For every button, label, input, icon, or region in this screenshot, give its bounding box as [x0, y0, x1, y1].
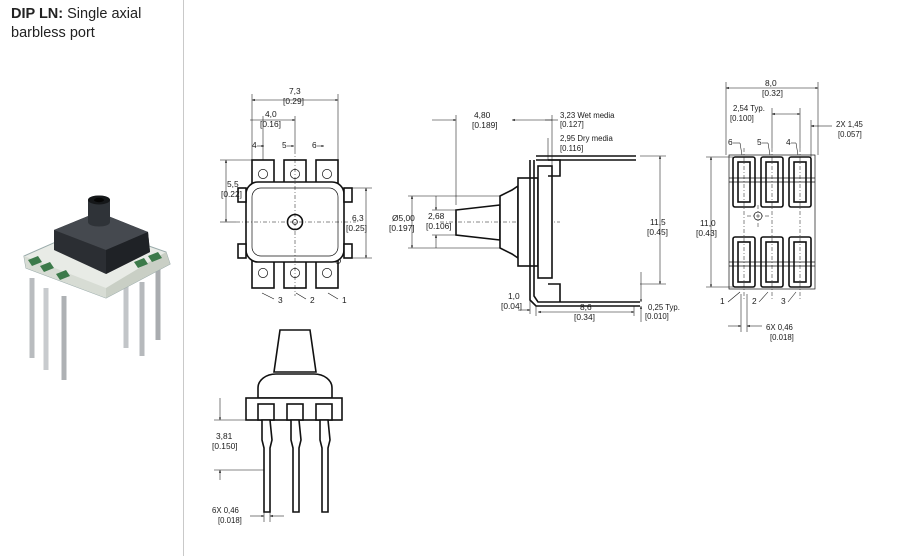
dim-wet-media-in: [0.127]: [560, 120, 584, 129]
pin-label-6-bottom: 6: [728, 137, 733, 147]
dim-top-pitch-in: [0.16]: [260, 119, 281, 129]
side-view: 4,80 [0.189] 3,23 Wet media [0.127] 2,95…: [389, 110, 680, 322]
dim-top-body: 6,3: [352, 213, 364, 223]
dim-dry-media: 2,95 Dry media: [560, 134, 614, 143]
bottom-view: 8,0 [0.32] 2,54 Typ. [0.100] 2X 1,45 [0.…: [696, 78, 864, 342]
dim-bottom-pitch-in: [0.100]: [730, 114, 754, 123]
pin-label-4-top: 4: [252, 140, 257, 150]
pin-label-6-top: 6: [312, 140, 317, 150]
pin-label-2-bottom: 2: [752, 296, 757, 306]
pin-label-5-bottom: 5: [757, 137, 762, 147]
dim-dry-media-in: [0.116]: [560, 144, 583, 153]
dim-bottom-height-in: [0.43]: [696, 228, 717, 238]
pin-label-1-bottom: 1: [720, 296, 725, 306]
dim-port-tip-in: [0.106]: [426, 221, 452, 231]
front-view: 3,81 [0.150] 6X 0,46 [0.018]: [212, 329, 343, 525]
pin-label-2-top: 2: [310, 295, 315, 305]
product-title: DIP LN: Single axial barbless port: [11, 5, 181, 43]
dim-top-width: 7,3: [289, 86, 301, 96]
dim-top-width-in: [0.29]: [283, 96, 304, 106]
dim-side-height: 11,5: [650, 217, 666, 227]
dim-front-lead-width: 6X 0,46: [212, 506, 239, 515]
dim-bottom-lead-width: 6X 0,46: [766, 323, 793, 332]
dim-top-pitch: 4,0: [265, 109, 277, 119]
product-description: Single axial barbless port: [11, 6, 142, 41]
dim-port-tip: 2,68: [428, 211, 445, 221]
product-code: DIP LN:: [11, 6, 64, 22]
dim-front-lead-length-in: [0.150]: [212, 441, 238, 451]
dim-bottom-lead-in: [0.057]: [838, 130, 862, 139]
sensor-photo: [23, 195, 171, 380]
dim-top-height-in: [0.22]: [221, 189, 242, 199]
dim-bottom-width: 8,0: [765, 78, 777, 88]
pin-label-3-top: 3: [278, 295, 283, 305]
dim-top-height: 5,5: [227, 179, 239, 189]
dim-port-length-in: [0.189]: [472, 120, 498, 130]
dim-front-lead-width-in: [0.018]: [218, 516, 242, 525]
dim-lead-offset-in: [0.04]: [501, 301, 522, 311]
dim-side-height-in: [0.45]: [647, 227, 668, 237]
dim-port-length: 4,80: [474, 110, 491, 120]
dim-bottom-lead: 2X 1,45: [836, 120, 864, 129]
dim-lead-thickness-in: [0.010]: [645, 312, 669, 321]
top-view: 7,3 [0.29] 4,0 [0.16] 4 5 6 3 2 1 5,5 [0…: [220, 86, 372, 305]
dim-bottom-lead-width-in: [0.018]: [770, 333, 794, 342]
dim-port-diameter: Ø5,00: [392, 213, 415, 223]
dim-lead-offset: 1,0: [508, 291, 520, 301]
dim-port-diameter-in: [0.197]: [389, 223, 415, 233]
dim-body-length-in: [0.34]: [574, 312, 595, 322]
dim-lead-thickness: 0,25 Typ.: [648, 303, 680, 312]
dim-bottom-pitch: 2,54 Typ.: [733, 104, 765, 113]
dim-top-body-in: [0.25]: [346, 223, 367, 233]
dim-body-length: 8,6: [580, 302, 592, 312]
pin-label-5-top: 5: [282, 140, 287, 150]
pin-label-4-bottom: 4: [786, 137, 791, 147]
dim-wet-media: 3,23 Wet media: [560, 111, 615, 120]
dim-front-lead-length: 3,81: [216, 431, 233, 441]
dim-bottom-width-in: [0.32]: [762, 88, 783, 98]
dim-bottom-height: 11,0: [700, 218, 716, 228]
pin-label-3-bottom: 3: [781, 296, 786, 306]
product-panel: DIP LN: Single axial barbless port: [0, 0, 184, 556]
pin-label-1-top: 1: [342, 295, 347, 305]
